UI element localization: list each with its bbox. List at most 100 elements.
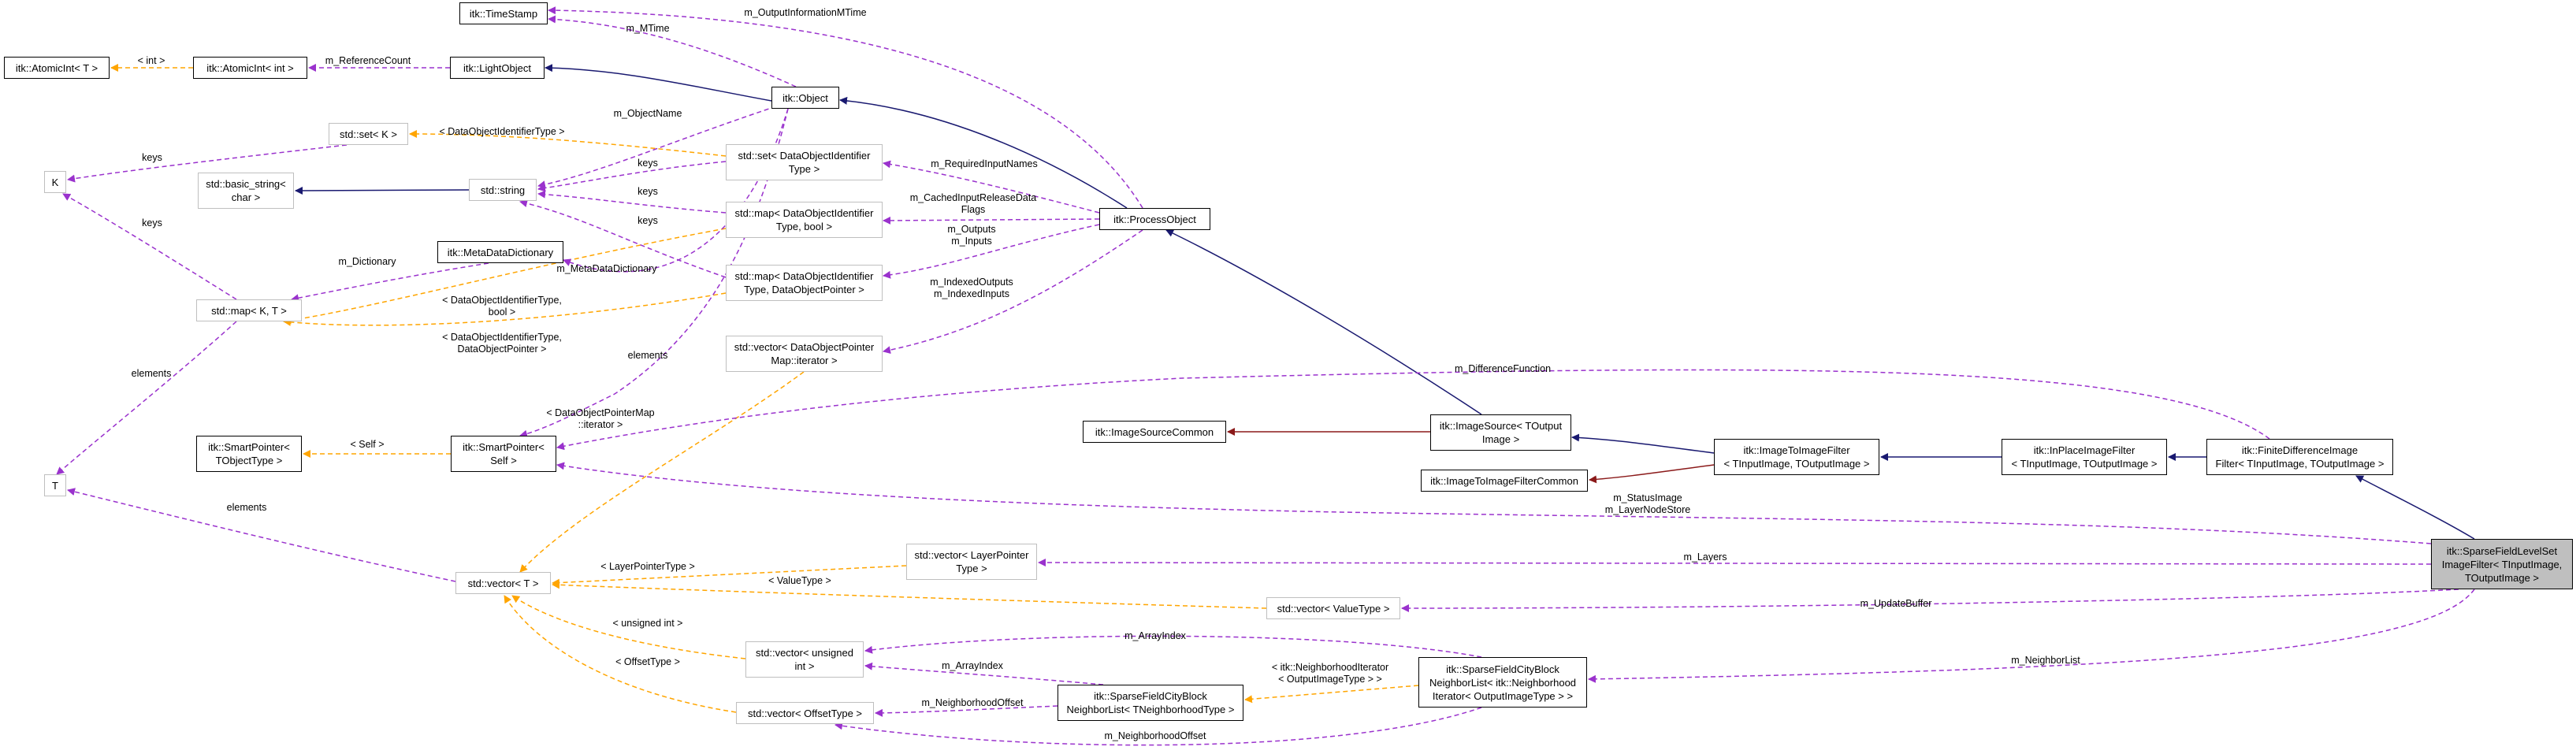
class-node-sparse-field-level-set-image-filter[interactable]: itk::SparseFieldLevelSet ImageFilter< TI… bbox=[2431, 539, 2573, 589]
edge-use-finitediff-smartpointer bbox=[556, 369, 2270, 451]
class-node-std-vector-value-type[interactable]: std::vector< ValueType > bbox=[1266, 597, 1400, 619]
class-node-std-vector-t[interactable]: std::vector< T > bbox=[455, 572, 551, 594]
edge-use-object-timestamp bbox=[548, 15, 797, 87]
edge-use-sfcblist-vectoroffset bbox=[875, 705, 1058, 717]
edge-template-sfcb-iterator bbox=[1244, 685, 1419, 704]
edge-label-m-update-buffer: m_UpdateBuffer bbox=[1860, 598, 1932, 609]
edge-label-elements-vector: elements bbox=[226, 502, 267, 513]
edge-label-doit-dop: < DataObjectIdentifierType, DataObjectPo… bbox=[442, 332, 562, 355]
edge-inherit-object-lightobject bbox=[545, 64, 772, 102]
class-node-std-basic-string[interactable]: std::basic_string< char > bbox=[198, 173, 294, 209]
edge-label-m-layers: m_Layers bbox=[1683, 552, 1727, 563]
edge-inherit-imagesource-processobject bbox=[1165, 229, 1482, 415]
class-node-std-vector-unsigned-int[interactable]: std::vector< unsigned int > bbox=[745, 641, 864, 678]
edge-label-m-required-input-names: m_RequiredInputNames bbox=[931, 158, 1038, 169]
class-node-sfcb-neighbor-list-iterator[interactable]: itk::SparseFieldCityBlock NeighborList< … bbox=[1418, 657, 1587, 708]
class-node-atomic-int-t[interactable]: itk::AtomicInt< T > bbox=[4, 57, 110, 79]
class-node-meta-data-dictionary[interactable]: itk::MetaDataDictionary bbox=[437, 241, 563, 263]
class-node-light-object[interactable]: itk::LightObject bbox=[450, 57, 545, 79]
edge-use-setk-k bbox=[67, 144, 348, 183]
class-node-std-set-k[interactable]: std::set< K > bbox=[329, 123, 408, 145]
edge-template-vector-dopm bbox=[519, 371, 805, 573]
edge-label-unsigned-int: < unsigned int > bbox=[612, 618, 683, 629]
edge-label-self: < Self > bbox=[350, 439, 385, 450]
edge-label-value-type: < ValueType > bbox=[768, 575, 831, 586]
class-node-std-map-doit-bool[interactable]: std::map< DataObjectIdentifier Type, boo… bbox=[726, 202, 883, 238]
edge-template-map-doit-bool bbox=[283, 228, 727, 325]
class-node-smart-pointer-tobject[interactable]: itk::SmartPointer< TObjectType > bbox=[196, 436, 302, 472]
class-node-std-map-doit-dop[interactable]: std::map< DataObjectIdentifier Type, Dat… bbox=[726, 265, 883, 301]
class-node-object[interactable]: itk::Object bbox=[771, 87, 839, 109]
edge-use-object-metadatadict bbox=[563, 108, 789, 273]
class-node-process-object[interactable]: itk::ProcessObject bbox=[1099, 208, 1210, 230]
edge-label-layer-pointer-type: < LayerPointerType > bbox=[600, 561, 695, 572]
class-node-std-set-doit[interactable]: std::set< DataObjectIdentifier Type > bbox=[726, 144, 883, 180]
edge-label-int: < int > bbox=[137, 55, 165, 66]
edge-label-m-array-index-bottom: m_ArrayIndex bbox=[942, 660, 1003, 671]
edge-label-dopm-iterator: < DataObjectPointerMap ::iterator > bbox=[546, 407, 655, 430]
class-node-atomic-int-int[interactable]: itk::AtomicInt< int > bbox=[193, 57, 307, 79]
edge-label-keys-string-1: keys bbox=[637, 158, 658, 169]
edge-use-sparsefield-sfcbiter bbox=[1588, 589, 2475, 683]
class-node-std-vector-dopm-iterator[interactable]: std::vector< DataObjectPointer Map::iter… bbox=[726, 336, 883, 372]
class-node-image-to-image-filter-common[interactable]: itk::ImageToImageFilterCommon bbox=[1421, 470, 1588, 492]
edge-label-offset-type: < OffsetType > bbox=[615, 656, 680, 667]
edge-label-m-difference-function: m_DifferenceFunction bbox=[1454, 363, 1552, 374]
class-node-smart-pointer-self[interactable]: itk::SmartPointer< Self > bbox=[451, 436, 556, 472]
edge-use-sfcbiter-vectoroffset bbox=[835, 707, 1482, 746]
edge-use-processobject-vectordopm bbox=[883, 229, 1143, 355]
class-node-sfcb-neighbor-list[interactable]: itk::SparseFieldCityBlock NeighborList< … bbox=[1058, 685, 1243, 721]
edge-use-sparsefield-vectorlayer bbox=[1038, 559, 2432, 567]
edge-label-m-indexed-outputs-inputs: m_IndexedOutputs m_IndexedInputs bbox=[930, 277, 1013, 299]
class-node-image-source-common[interactable]: itk::ImageSourceCommon bbox=[1083, 421, 1226, 443]
edge-use-processobject-setdoit bbox=[883, 160, 1100, 214]
edge-use-vectort-t bbox=[67, 488, 456, 582]
edge-label-keys-string-3: keys bbox=[637, 215, 658, 226]
edge-label-keys-map: keys bbox=[142, 217, 162, 228]
edge-use-setdoit-string bbox=[537, 161, 727, 192]
edge-label-m-meta-data-dictionary: m_MetaDataDictionary bbox=[556, 263, 657, 274]
edge-label-elements-object: elements bbox=[627, 350, 668, 361]
class-node-std-map-k-t[interactable]: std::map< K, T > bbox=[196, 299, 302, 321]
edge-label-m-neighborhood-offset-2: m_NeighborhoodOffset bbox=[1104, 730, 1206, 741]
edge-label-doit-bool: < DataObjectIdentifierType, bool > bbox=[442, 295, 562, 318]
edge-label-m-reference-count: m_ReferenceCount bbox=[325, 55, 411, 66]
edge-label-m-outputs-inputs: m_Outputs m_Inputs bbox=[947, 224, 996, 247]
class-node-time-stamp[interactable]: itk::TimeStamp bbox=[459, 2, 548, 24]
class-node-in-place-image-filter[interactable]: itk::InPlaceImageFilter < TInputImage, T… bbox=[2002, 439, 2167, 475]
edge-label-m-neighborhood-offset-1: m_NeighborhoodOffset bbox=[921, 697, 1024, 708]
class-node-std-vector-layer-pointer[interactable]: std::vector< LayerPointer Type > bbox=[906, 544, 1037, 580]
edge-inherit-i2ifilter-common bbox=[1589, 464, 1715, 484]
class-node-k[interactable]: K bbox=[44, 171, 66, 193]
edge-label-m-array-index-top: m_ArrayIndex bbox=[1124, 630, 1186, 641]
edge-label-m-mtime: m_MTime bbox=[626, 23, 670, 34]
edge-label-m-output-information-mtime: m_OutputInformationMTime bbox=[744, 7, 867, 18]
edge-inherit-sparsefield-finitediff bbox=[2355, 475, 2475, 540]
class-node-std-vector-offset-type[interactable]: std::vector< OffsetType > bbox=[736, 702, 874, 724]
edge-label-m-neighbor-list: m_NeighborList bbox=[2011, 655, 2080, 666]
edge-label-m-cached-input-release-data-flags: m_CachedInputReleaseData Flags bbox=[909, 192, 1037, 215]
class-node-std-string[interactable]: std::string bbox=[469, 179, 537, 201]
edge-use-mapkt-t bbox=[56, 321, 237, 475]
class-node-finite-difference-image-filter[interactable]: itk::FiniteDifferenceImage Filter< TInpu… bbox=[2206, 439, 2393, 475]
edge-use-sfcbiter-vectorunsigned bbox=[864, 635, 1482, 658]
edge-use-object-smartpointer bbox=[519, 108, 789, 438]
class-node-t[interactable]: T bbox=[44, 474, 66, 496]
edge-template-vector-offsettype bbox=[504, 595, 737, 713]
class-node-image-to-image-filter[interactable]: itk::ImageToImageFilter < TInputImage, T… bbox=[1714, 439, 1879, 475]
edge-label-doit: < DataObjectIdentifierType > bbox=[439, 126, 565, 137]
edge-use-sparsefield-vectorvalue bbox=[1401, 589, 2459, 612]
edge-label-neighborhood-iterator: < itk::NeighborhoodIterator < OutputImag… bbox=[1271, 662, 1389, 685]
edge-label-m-dictionary: m_Dictionary bbox=[338, 256, 396, 267]
class-node-image-source[interactable]: itk::ImageSource< TOutput Image > bbox=[1430, 414, 1571, 451]
edge-label-m-object-name: m_ObjectName bbox=[613, 108, 682, 119]
edge-use-processobject-timestamp bbox=[548, 6, 1143, 209]
edge-template-map-doit-dop bbox=[283, 292, 727, 326]
edge-inherit-string-basicstring bbox=[295, 186, 470, 195]
edge-inherit-i2ifilter-imagesource bbox=[1571, 433, 1715, 454]
edge-use-mapdoitbool-string bbox=[537, 190, 727, 214]
edge-use-processobject-mapdoitbool bbox=[883, 216, 1100, 225]
edge-template-vector-unsignedint bbox=[511, 595, 746, 659]
edge-label-m-status-image-layer-node-store: m_StatusImage m_LayerNodeStore bbox=[1604, 492, 1691, 515]
